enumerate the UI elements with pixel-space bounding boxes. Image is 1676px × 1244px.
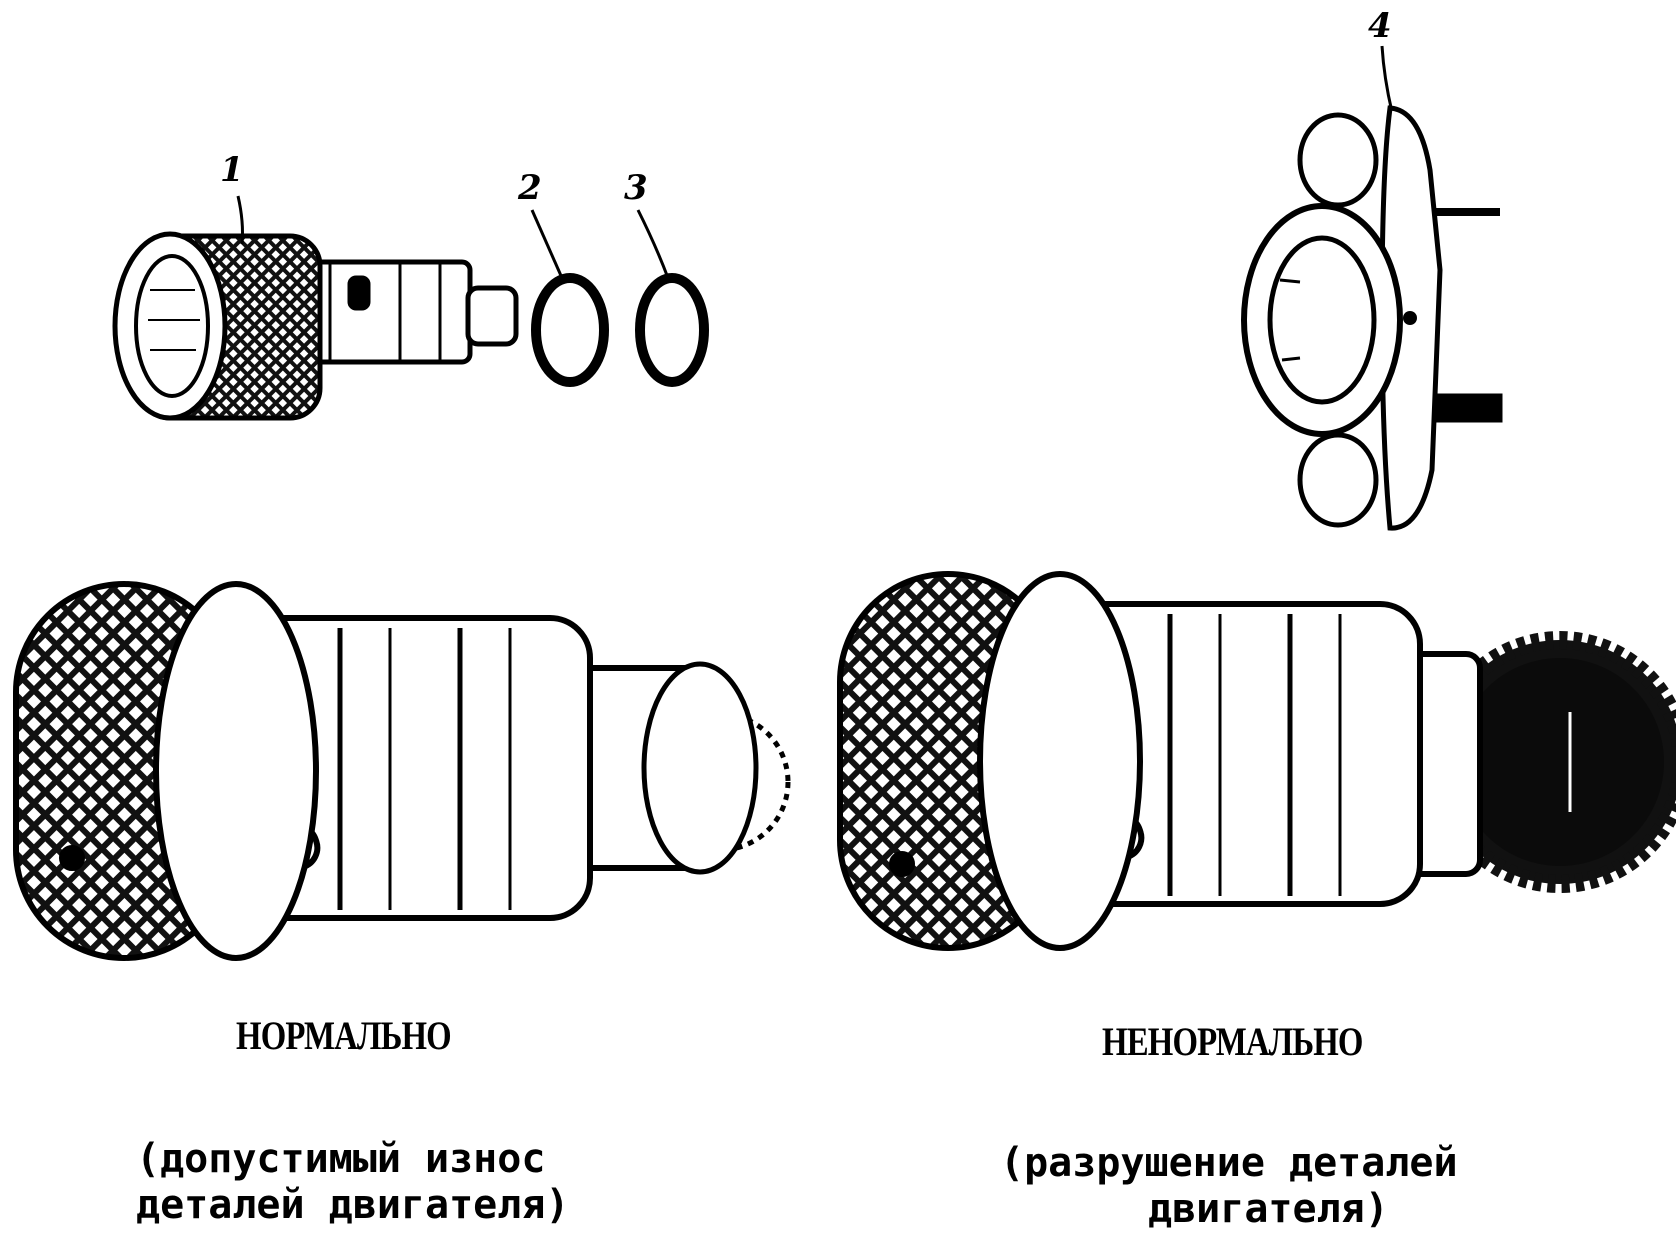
normal-note-line-2: деталей двигателя) xyxy=(136,1182,570,1228)
washer-3 xyxy=(635,273,709,387)
abnormal-note-line-2: двигателя) xyxy=(1148,1186,1389,1232)
callout-2: 2 xyxy=(518,168,542,208)
abnormal-title: НЕНОРМАЛЬНО xyxy=(1102,1019,1363,1064)
normal-title: НОРМАЛЬНО xyxy=(236,1013,452,1058)
callout-1: 1 xyxy=(220,150,244,190)
abnormal-assembly xyxy=(837,571,1676,951)
part-1-sleeve xyxy=(112,231,519,421)
leader-lines xyxy=(236,45,1394,279)
washer-2 xyxy=(531,273,609,387)
normal-note-line-1: (допустимый износ xyxy=(136,1136,546,1182)
normal-assembly xyxy=(13,581,791,961)
callout-3: 3 xyxy=(624,168,648,208)
callout-4: 4 xyxy=(1368,6,1392,46)
part-4-flange xyxy=(1241,105,1503,531)
abnormal-note-line-1: (разрушение деталей xyxy=(1000,1140,1458,1186)
